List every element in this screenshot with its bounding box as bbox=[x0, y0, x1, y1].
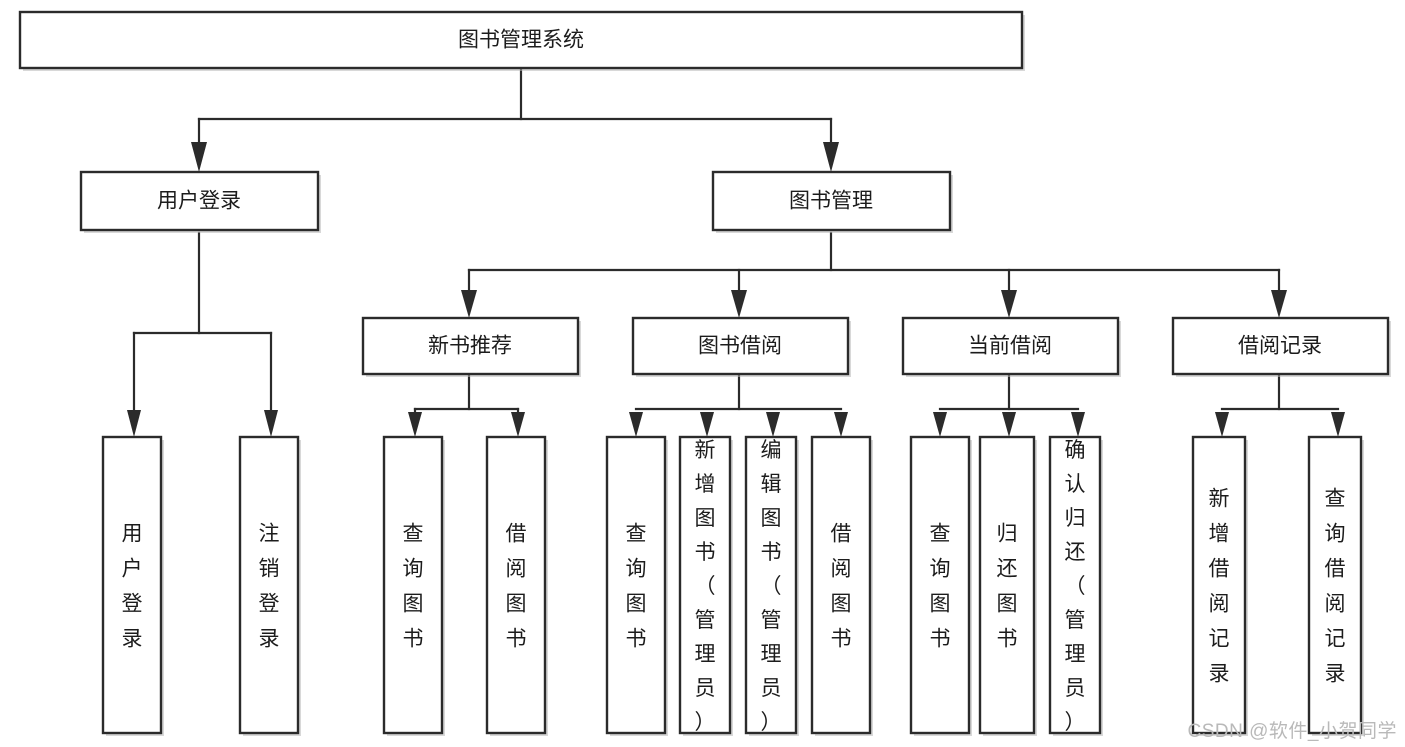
arrowhead-borrow-record bbox=[1271, 290, 1287, 318]
node-user-login-label: 用户登录 bbox=[157, 190, 241, 213]
node-current-borrow[interactable]: 当前借阅 bbox=[901, 316, 1121, 377]
arrowhead-leaf-return-book bbox=[1002, 412, 1016, 437]
node-leaf-confirm-return[interactable]: 确认归还（管理员） bbox=[1048, 435, 1103, 736]
node-book-borrow[interactable]: 图书借阅 bbox=[631, 316, 851, 377]
arrowhead-leaf-query-book-3 bbox=[933, 412, 947, 437]
arrowhead-leaf-add-book bbox=[700, 412, 714, 437]
node-user-login[interactable]: 用户登录 bbox=[79, 170, 321, 233]
node-leaf-user-login-label: 用户登录 bbox=[122, 523, 143, 651]
csdn-watermark: CSDN @软件_小贺同学 bbox=[1187, 721, 1397, 742]
arrowhead-book-borrow bbox=[731, 290, 747, 318]
node-leaf-borrow-book-2-label: 借阅图书 bbox=[831, 523, 852, 651]
node-leaf-query-book-3[interactable]: 查询图书 bbox=[909, 435, 972, 736]
node-current-borrow-label: 当前借阅 bbox=[968, 335, 1052, 358]
node-new-book-recommend[interactable]: 新书推荐 bbox=[361, 316, 581, 377]
arrowhead-leaf-borrow-book-2 bbox=[834, 412, 848, 437]
node-leaf-return-book-label: 归还图书 bbox=[997, 523, 1018, 651]
arrowhead-leaf-user-login bbox=[127, 410, 141, 437]
node-layer: 图书管理系统 用户登录 图书管理 新书推荐 bbox=[18, 10, 1391, 736]
node-borrow-record[interactable]: 借阅记录 bbox=[1171, 316, 1391, 377]
node-leaf-query-book-2[interactable]: 查询图书 bbox=[605, 435, 668, 736]
node-leaf-add-book-label: 新增图书（管理员） bbox=[695, 439, 716, 734]
node-leaf-add-record[interactable]: 新增借阅记录 bbox=[1191, 435, 1248, 736]
node-leaf-edit-book-label: 编辑图书（管理员） bbox=[761, 439, 782, 734]
arrowhead-leaf-edit-book bbox=[766, 412, 780, 437]
node-leaf-query-book-1[interactable]: 查询图书 bbox=[382, 435, 445, 736]
node-book-management[interactable]: 图书管理 bbox=[711, 170, 953, 233]
arrowhead-leaf-add-record bbox=[1215, 412, 1229, 437]
node-leaf-query-book-1-label: 查询图书 bbox=[403, 523, 424, 651]
node-borrow-record-label: 借阅记录 bbox=[1238, 335, 1322, 358]
node-leaf-logout-login-label: 注销登录 bbox=[259, 523, 280, 651]
arrowhead-leaf-query-record bbox=[1331, 412, 1345, 437]
node-leaf-borrow-book-2[interactable]: 借阅图书 bbox=[810, 435, 873, 736]
arrowhead-leaf-borrow-book-1 bbox=[511, 412, 525, 437]
node-leaf-query-record-label: 查询借阅记录 bbox=[1325, 488, 1346, 686]
node-root[interactable]: 图书管理系统 bbox=[18, 10, 1025, 71]
arrowhead-new-book-recommend bbox=[461, 290, 477, 318]
node-leaf-user-login[interactable]: 用户登录 bbox=[101, 435, 164, 736]
node-new-book-recommend-label: 新书推荐 bbox=[428, 335, 512, 358]
node-leaf-confirm-return-label: 确认归还（管理员） bbox=[1065, 439, 1086, 734]
arrowhead-current-borrow bbox=[1001, 290, 1017, 318]
node-book-borrow-label: 图书借阅 bbox=[698, 335, 782, 358]
arrowhead-leaf-query-book-2 bbox=[629, 412, 643, 437]
node-leaf-borrow-book-1[interactable]: 借阅图书 bbox=[485, 435, 548, 736]
node-leaf-query-book-2-label: 查询图书 bbox=[626, 523, 647, 651]
arrowhead-book-management bbox=[823, 142, 839, 172]
node-root-label: 图书管理系统 bbox=[458, 29, 584, 52]
arrowhead-leaf-logout-login bbox=[264, 410, 278, 437]
node-leaf-borrow-book-1-label: 借阅图书 bbox=[506, 523, 527, 651]
node-leaf-query-book-3-label: 查询图书 bbox=[930, 523, 951, 651]
arrowhead-leaf-confirm-return bbox=[1071, 412, 1085, 437]
arrowhead-leaf-query-book-1 bbox=[408, 412, 422, 437]
node-leaf-edit-book[interactable]: 编辑图书（管理员） bbox=[744, 435, 799, 736]
node-leaf-add-record-label: 新增借阅记录 bbox=[1209, 488, 1230, 686]
edge-layer bbox=[127, 66, 1345, 437]
node-leaf-query-record[interactable]: 查询借阅记录 bbox=[1307, 435, 1364, 736]
arrowhead-user-login bbox=[191, 142, 207, 172]
node-leaf-return-book[interactable]: 归还图书 bbox=[978, 435, 1037, 736]
node-leaf-logout-login[interactable]: 注销登录 bbox=[238, 435, 301, 736]
node-book-management-label: 图书管理 bbox=[789, 190, 873, 213]
node-leaf-add-book[interactable]: 新增图书（管理员） bbox=[678, 435, 733, 736]
